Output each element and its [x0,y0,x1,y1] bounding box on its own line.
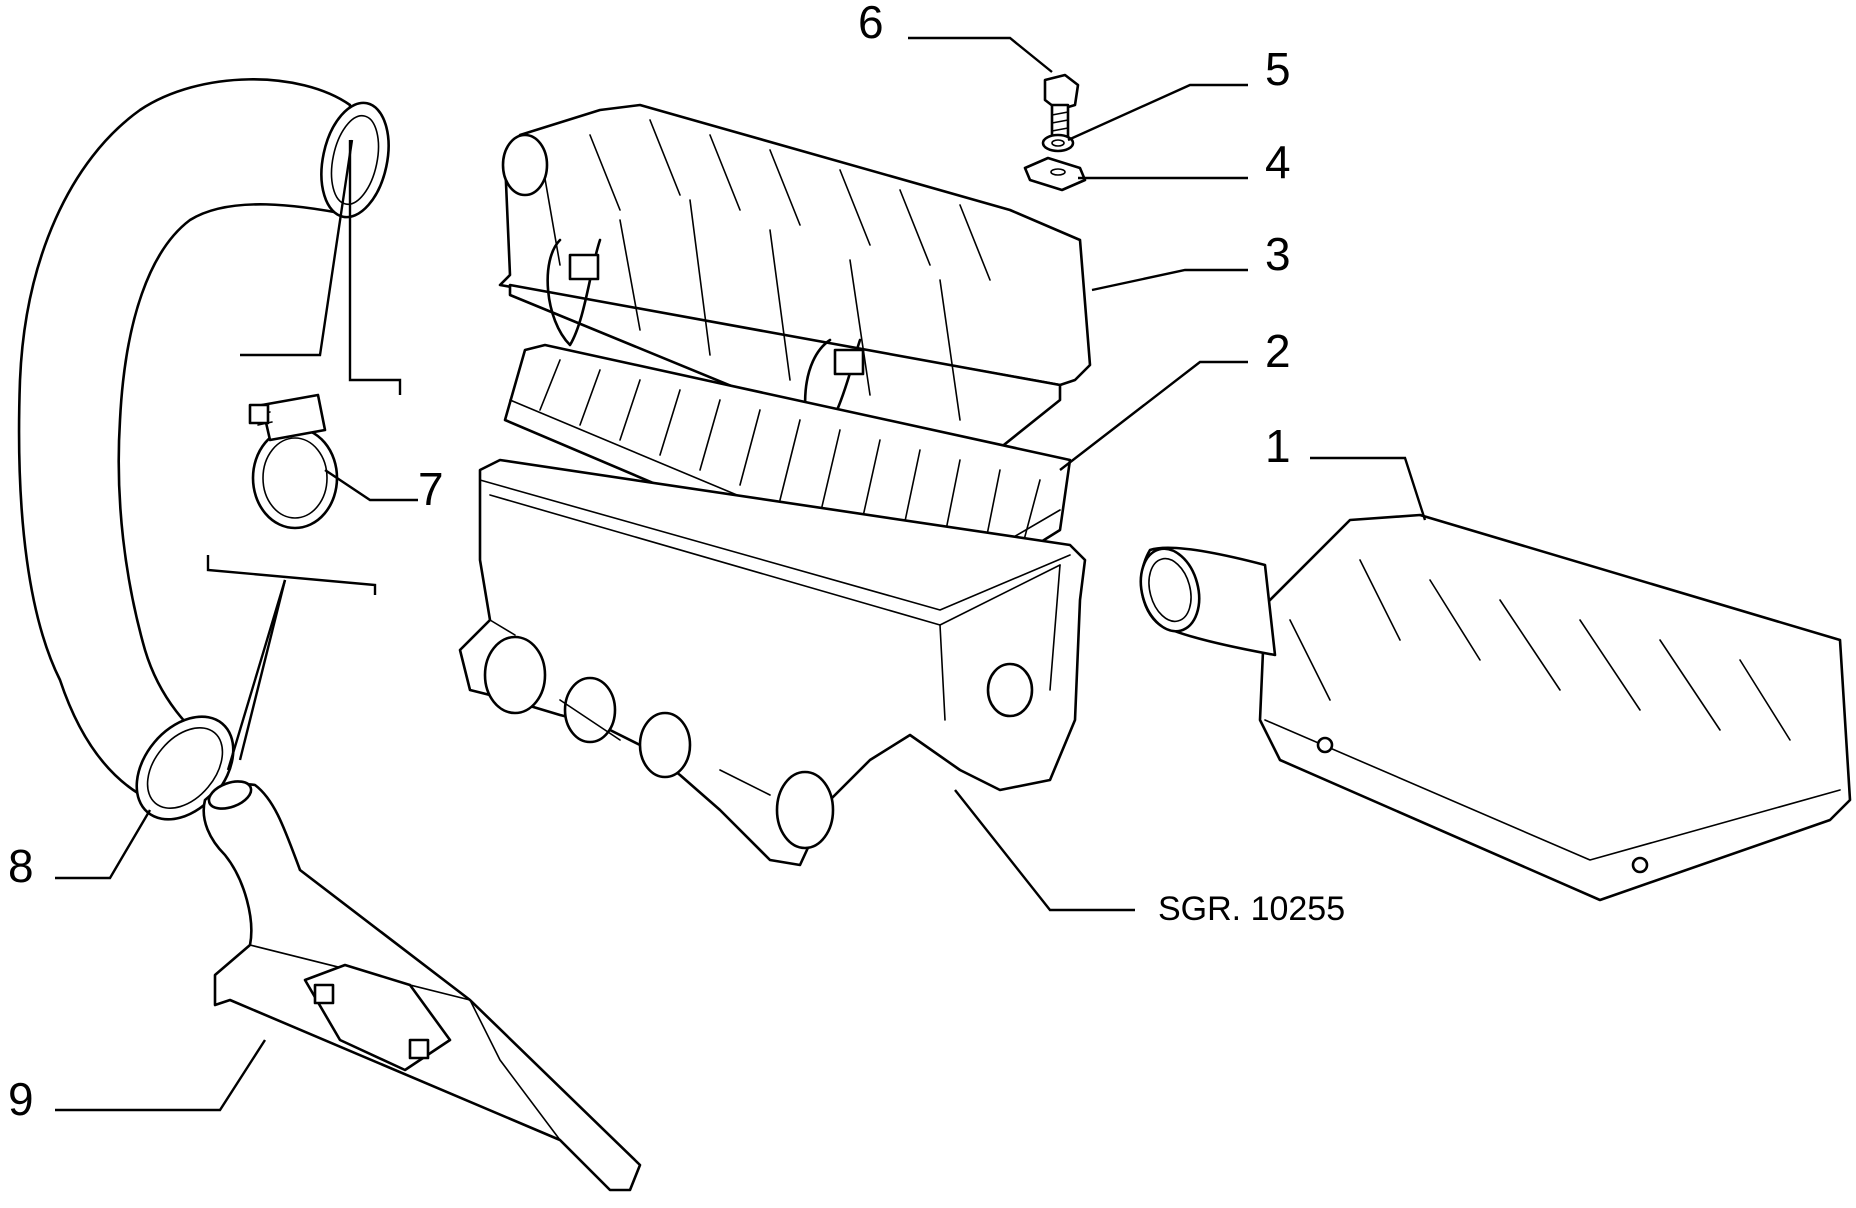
clamp-bracket-lines [206,139,402,771]
callout-2: 2 [1265,325,1291,377]
leader-8 [55,809,152,880]
filter-housing [458,458,1087,867]
callout-1: 1 [1265,420,1291,472]
hose-clamp-part-7 [248,393,339,530]
callout-4: 4 [1265,136,1291,188]
callout-9: 9 [8,1073,34,1125]
leader-9 [55,1039,267,1112]
reference-code: SGR. 10255 [1158,890,1345,928]
leader-1 [1310,456,1427,521]
callout-3: 3 [1265,228,1291,280]
leader-5 [1067,83,1248,142]
callout-6: 6 [858,0,884,48]
hose-part-8 [17,78,390,821]
leader-ref [954,789,1135,912]
leader-3 [1091,268,1248,292]
bolt-part-6 [1043,73,1080,143]
callout-5: 5 [1265,43,1291,95]
leader-lines [55,36,1427,1112]
leader-6 [908,36,1053,73]
callout-7: 7 [418,463,444,515]
leader-2 [1059,360,1248,471]
leader-7 [324,469,418,502]
air-scoop-part-9 [202,780,642,1192]
bracket-part-4 [1023,156,1087,192]
callout-8: 8 [8,840,34,892]
washer-part-5 [1041,133,1075,153]
air-cleaner-assembly-part-1 [1139,513,1852,902]
